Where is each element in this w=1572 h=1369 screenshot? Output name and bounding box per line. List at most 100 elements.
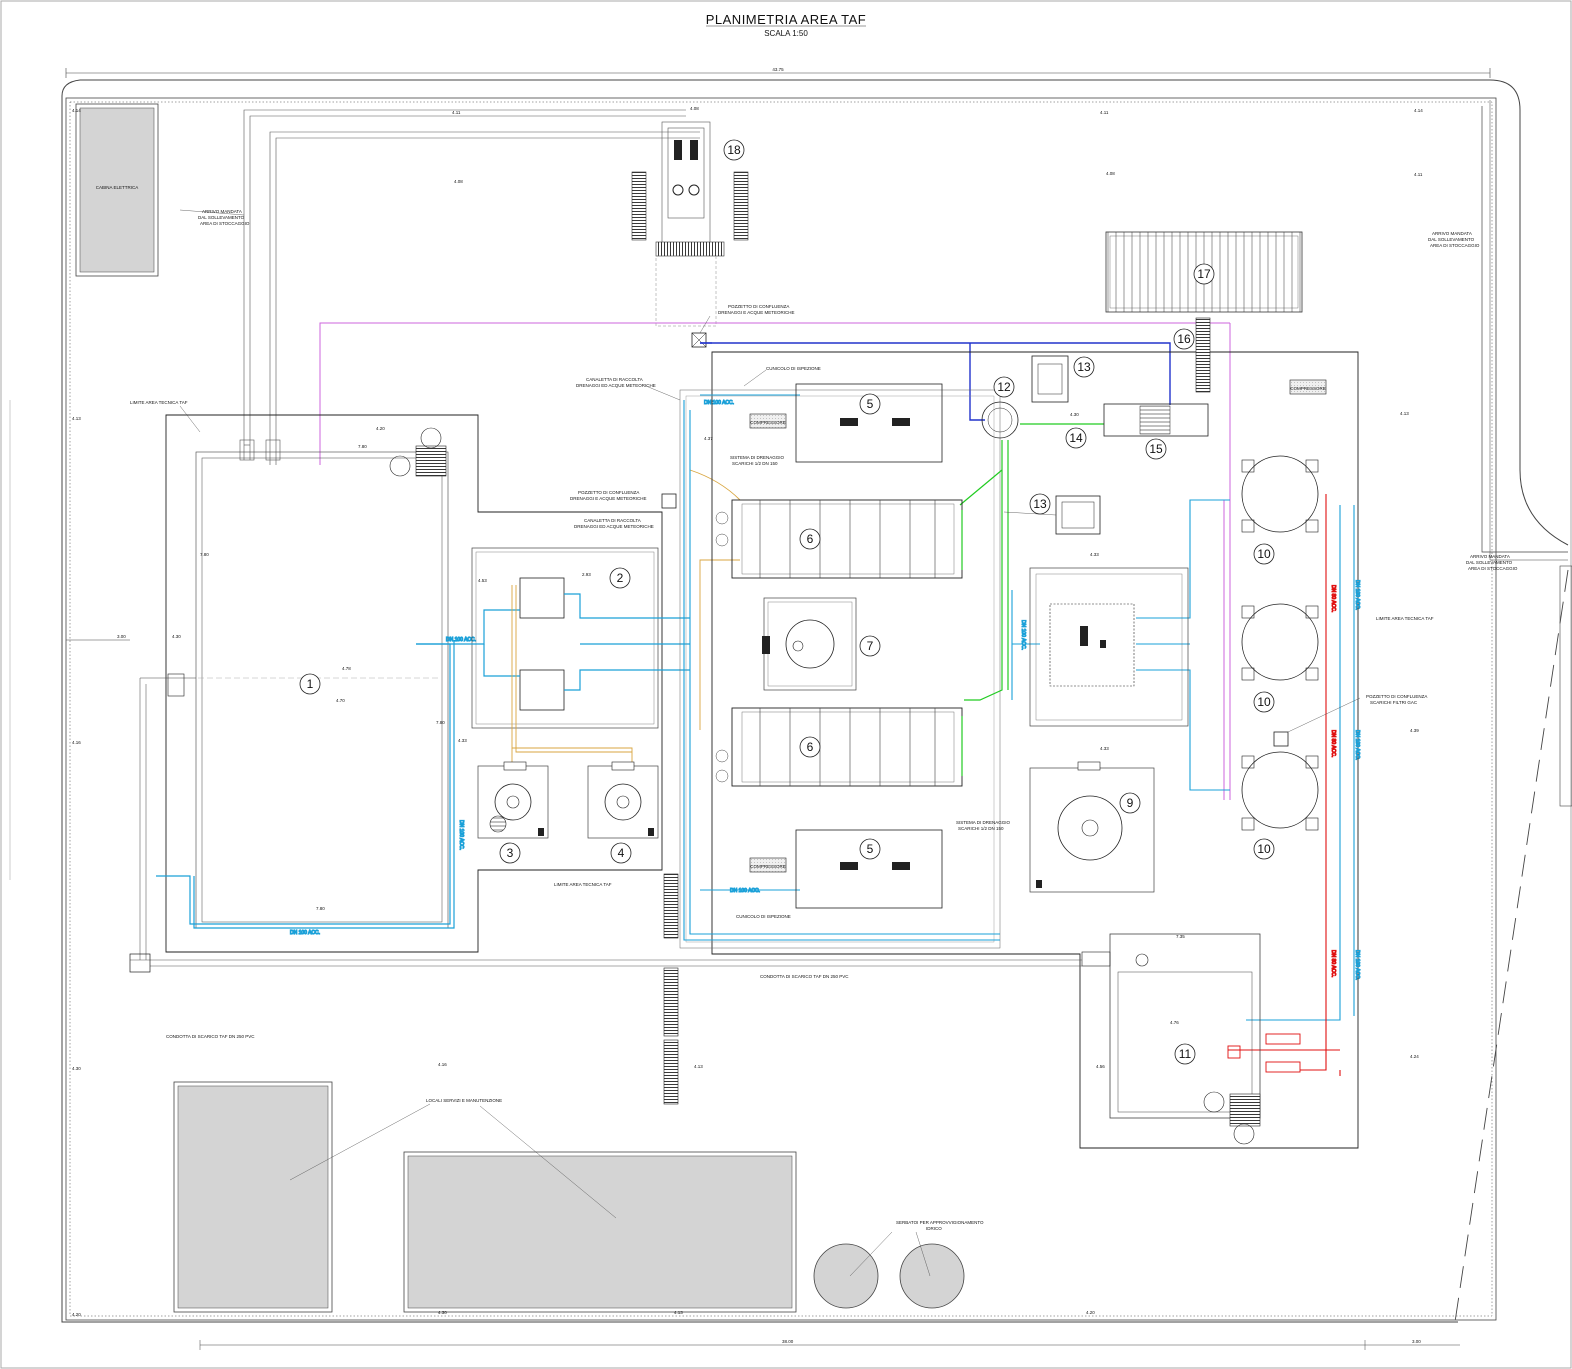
label-10b: 10	[1257, 695, 1271, 709]
arrivo-far-1: ARRIVO MANDATA	[1470, 554, 1510, 559]
dim-left: 3.00	[117, 634, 126, 639]
elev-4: 4.08	[1106, 171, 1115, 176]
elev-32: 4.76	[1170, 1020, 1179, 1025]
dn-basin: DN 100 ACC.	[458, 820, 464, 850]
elev-25: 4.78	[342, 666, 351, 671]
elev-30: 4.33	[458, 738, 467, 743]
dn-right-3: DN 100 ACC.	[1354, 950, 1360, 980]
locali-label: LOCALI SERVIZI E MANUTENZIONE	[426, 1098, 502, 1103]
chemical-line-green	[959, 423, 1104, 701]
top-dimension: 43.75	[65, 67, 1491, 78]
dn-red-3: DN 80 ACC.	[1330, 950, 1336, 977]
arrivo-left-3: AREA DI STOCCAGGIO	[200, 221, 250, 226]
elev-14: 4.13	[694, 1064, 703, 1069]
dn-bottom-main: DN 100 ACC.	[730, 888, 760, 894]
sistema-top-2: SCARICHI 1/2 DN 150	[732, 461, 778, 466]
elev-29: 2.93	[582, 572, 591, 577]
label-4: 4	[618, 846, 625, 860]
annotations: CUNICOLO DI ISPEZIONE CUNICOLO DI ISPEZI…	[554, 366, 1434, 919]
label-13-top: 13	[1077, 360, 1091, 374]
compressore-right-label: COMPRESSORE	[1290, 386, 1326, 391]
tank-4: 4	[587, 761, 659, 864]
arrivo-left-2: DAL SOLLEVAMENTO	[198, 215, 245, 220]
elev-33: 4.56	[1096, 1064, 1105, 1069]
site-perimeter	[61, 79, 1572, 1323]
elev-18: 4.24	[1410, 1054, 1419, 1059]
elev-0: 4.14	[72, 108, 81, 113]
label-14: 14	[1069, 431, 1083, 445]
elev-23: 7.80	[316, 906, 325, 911]
elev-35: 4.33	[1090, 552, 1099, 557]
dn-basin-bottom: DN 100 ACC.	[290, 930, 320, 936]
canaletta-mid-1: CANALETTA DI RACCOLTA	[584, 518, 641, 523]
basin-11: 11	[1081, 933, 1261, 1145]
arrivo-right-1: ARRIVO MANDATA	[1432, 231, 1472, 236]
central-area	[679, 351, 1359, 1149]
arrivo-right-2: DAL SOLLEVAMENTO	[1428, 237, 1475, 242]
elev-2: 4.11	[1100, 110, 1109, 115]
label-11: 11	[1179, 1047, 1192, 1061]
gac-filters-10: 10 10 10	[1241, 455, 1319, 860]
unit-12: 12	[981, 376, 1019, 439]
elev-22: 7.80	[436, 720, 445, 725]
dn-red-2: DN 80 ACC.	[1330, 730, 1336, 757]
unit-16: 16	[1173, 317, 1211, 393]
unit-15: 15	[1103, 403, 1209, 460]
pozzetto-mid-1: POZZETTO DI CONFLUENZA	[578, 490, 639, 495]
dn-right-2: DN 100 ACC.	[1354, 730, 1360, 760]
limite-label-1: LIMITE AREA TECNICA TAF	[130, 400, 201, 433]
canaletta-top-2: DRENAGGI ED ACQUE METEORICHE	[576, 383, 656, 388]
elev-36: 4.33	[1100, 746, 1109, 751]
elev-16: 4.13	[674, 1310, 683, 1315]
limite-bottom: LIMITE AREA TECNICA TAF	[554, 882, 612, 887]
label-10a: 10	[1257, 547, 1271, 561]
dim-bottom: 38.00	[782, 1339, 794, 1344]
label-1: 1	[307, 677, 314, 691]
label-5-bottom: 5	[867, 842, 874, 856]
area-2: 2	[471, 547, 659, 729]
label-12: 12	[997, 380, 1011, 394]
tank-mid-right	[1029, 567, 1189, 727]
dn-mid: DN 100 ACC.	[1020, 620, 1026, 650]
tank-9: 9	[1029, 761, 1155, 893]
arrivo-left-1: ARRIVO MANDATA	[202, 209, 242, 214]
dim-bottom-right: 3.00	[1412, 1339, 1421, 1344]
sistema-bottom-2: SCARICHI 1/2 DN 150	[958, 826, 1004, 831]
pozzetto-top: POZZETTO DI CONFLUENZA DRENAGGI E ACQUE …	[691, 304, 795, 348]
elev-8: 4.13	[72, 416, 81, 421]
arrivo-far-3: AREA DI STOCCAGGIO	[1468, 566, 1518, 571]
elev-24: 4.30	[172, 634, 181, 639]
cabina-label: CABINA ELETTRICA	[96, 185, 139, 190]
compressore-right: COMPRESSORE	[1289, 379, 1327, 395]
service-buildings: LOCALI SERVIZI E MANUTENZIONE	[173, 1081, 797, 1313]
label-13-bottom: 13	[1033, 497, 1047, 511]
arrivo-mandata-pipe	[239, 109, 700, 465]
elev-27: 4.20	[376, 426, 385, 431]
elev-15: 4.30	[438, 1310, 447, 1315]
elev-1: 4.11	[452, 110, 461, 115]
elev-10: 4.16	[72, 740, 81, 745]
water-pipe-basin: DN 100 ACC. DN 100 ACC. DN 100 ACC.	[156, 636, 477, 937]
drawing-scale: SCALA 1:50	[764, 29, 808, 38]
filter-6-top: 6	[715, 499, 963, 579]
arrivo-right-3: AREA DI STOCCAGGIO	[1430, 243, 1480, 248]
pozzetto-mid-2: DRENAGGI E ACQUE METEORICHE	[570, 496, 647, 501]
elev-31: 7.35	[1176, 934, 1185, 939]
slurry-pipe	[511, 469, 741, 765]
compressore-top: COMPRESSORE	[750, 420, 786, 425]
water-tanks: SERBATOI PER APPROVVIGIONAMENTO IDRICO	[813, 1220, 984, 1309]
label-17: 17	[1197, 267, 1211, 281]
label-6-bottom: 6	[807, 740, 814, 754]
elev-13: 4.16	[438, 1062, 447, 1067]
cunicolo-top: CUNICOLO DI ISPEZIONE	[766, 366, 821, 371]
label-7: 7	[867, 639, 874, 653]
elev-5: 4.14	[1414, 108, 1423, 113]
tank-5-top: COMPRESSORE 5	[749, 383, 943, 463]
dn-basin-top: DN 100 ACC.	[446, 637, 476, 643]
elev-6: 4.11	[1414, 172, 1423, 177]
water-main: DN 100 ACC. DN 100 ACC. DN 100 ACC. DN 1…	[683, 394, 1361, 1021]
unit-13-bottom: 13	[1003, 493, 1101, 535]
pozzetto-top-2: DRENAGGI E ACQUE METEORICHE	[718, 310, 795, 315]
